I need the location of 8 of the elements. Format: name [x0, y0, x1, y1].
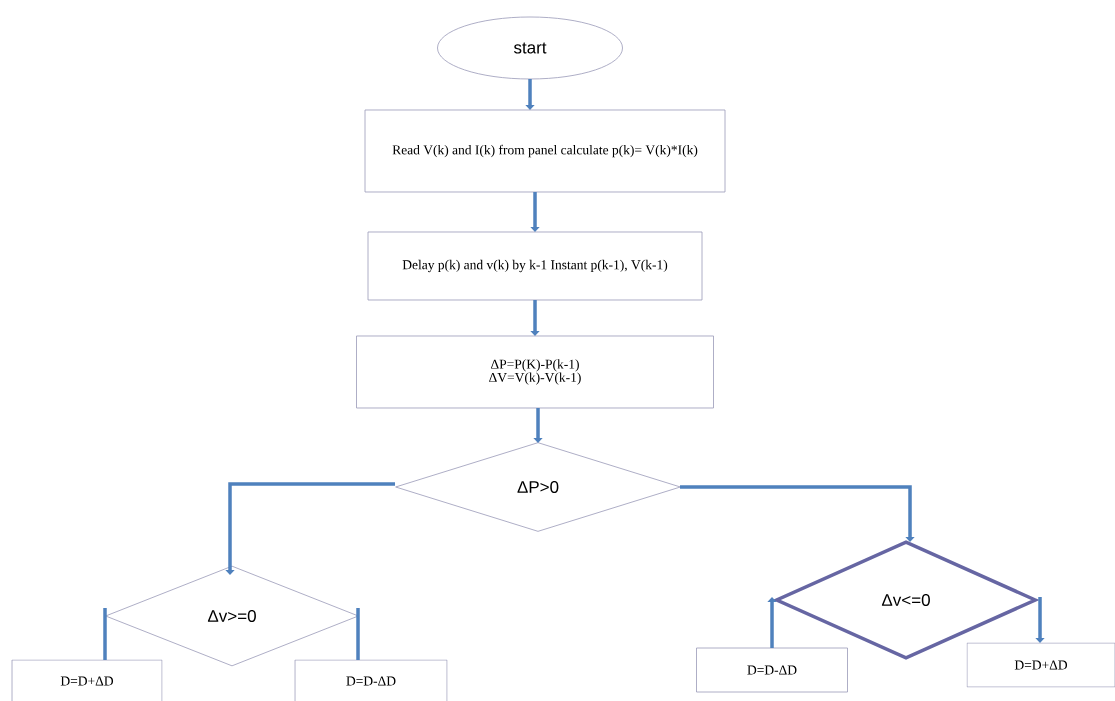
process-box: D=D-ΔD — [294, 659, 448, 701]
process-box: Read V(k) and I(k) from panel calculate p(k)= V(k)*I(k) — [364, 109, 726, 193]
arrow — [680, 485, 915, 542]
process-box: D=D+ΔD — [11, 659, 163, 701]
process-box: D=D-ΔD — [696, 647, 848, 693]
process-box: D=D+ΔD — [966, 642, 1115, 688]
process-box: ΔP=P(K)-P(k-1) ΔV=V(k)-V(k-1) — [356, 335, 714, 409]
process-box: Delay p(k) and v(k) by k-1 Instant p(k-1), V(k-1) — [367, 231, 703, 301]
